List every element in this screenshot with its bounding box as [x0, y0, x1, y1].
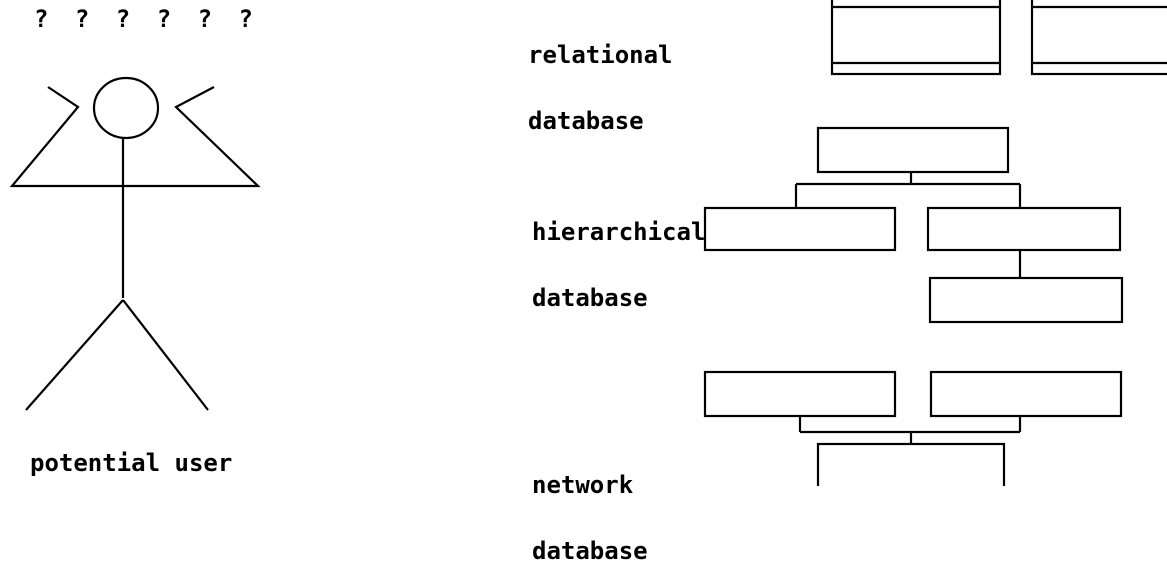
hierarchical-label-line1: hierarchical — [532, 218, 706, 246]
stick-figure-user — [9, 76, 261, 411]
question-marks: ? ? ? ? ? ? — [34, 5, 259, 33]
figure-left-leg — [25, 299, 124, 411]
hierarchy-grandchild — [928, 276, 1124, 324]
hierarchy-root-node — [816, 126, 1010, 174]
relational-table-1 — [830, 0, 1002, 76]
relational-label-line2: database — [528, 107, 644, 135]
network-label-line2: database — [532, 537, 648, 565]
figure-left-arm — [9, 86, 123, 188]
figure-right-leg — [122, 299, 209, 411]
hierarchical-database-label: hierarchical database — [532, 177, 705, 331]
network-database-label: network database — [532, 430, 648, 584]
relational-table-2 — [1030, 0, 1167, 76]
network-node-left — [703, 370, 897, 418]
database-concepts-diagram — [9, 0, 1167, 486]
hierarchy-child-left — [703, 206, 897, 252]
hierarchical-database-diagram — [703, 126, 1124, 324]
network-label-line1: network — [532, 471, 634, 499]
relational-database-label: relational database — [528, 0, 673, 154]
hierarchical-label-line2: database — [532, 284, 648, 312]
network-node-right — [929, 370, 1123, 418]
network-database-diagram — [703, 370, 1123, 486]
figure-right-arm — [123, 86, 261, 188]
network-bottom-node — [816, 442, 1006, 486]
relational-label-line1: relational — [528, 41, 673, 69]
relational-database-diagram — [830, 0, 1167, 76]
potential-user-label: potential user — [30, 449, 233, 477]
figure-head — [92, 76, 160, 140]
hierarchy-child-right — [926, 206, 1122, 252]
